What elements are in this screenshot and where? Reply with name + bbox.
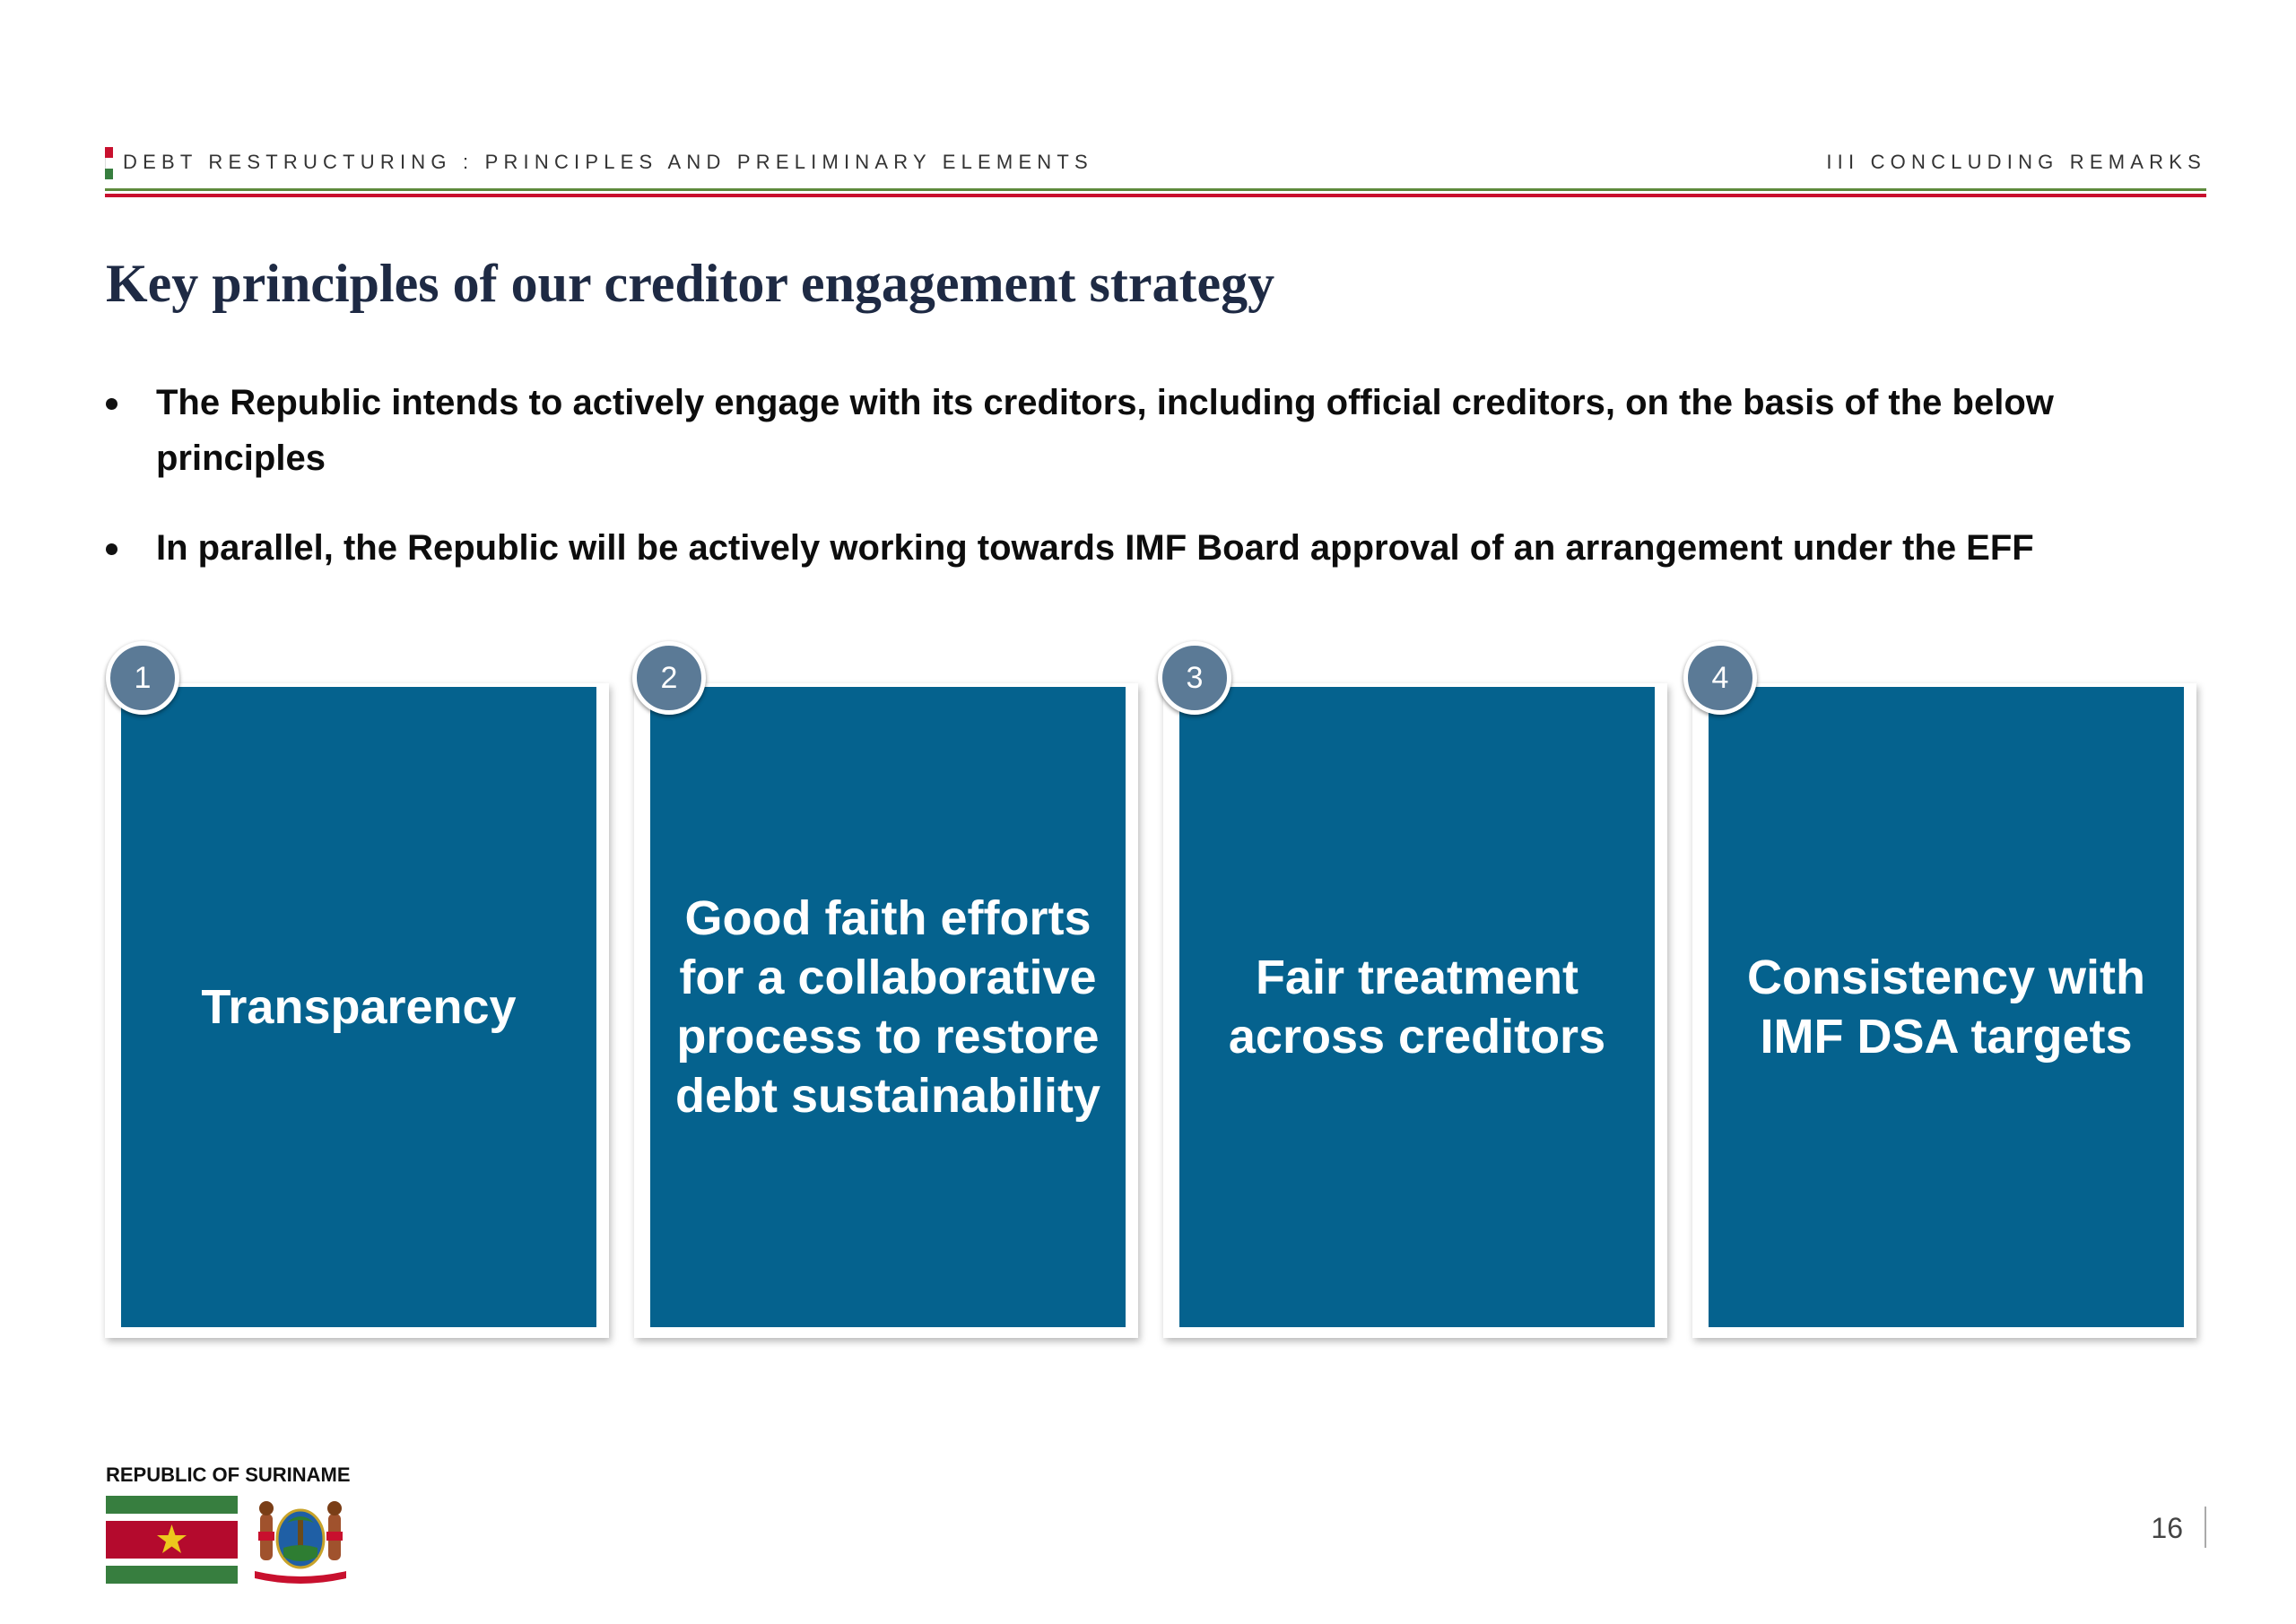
suriname-coat-of-arms-icon	[255, 1501, 346, 1584]
header-color-marker	[105, 147, 113, 179]
principle-panel: Transparency	[121, 687, 596, 1327]
bullet-dot-icon	[106, 543, 117, 555]
principle-panel: Consistency with IMF DSA targets	[1709, 687, 2184, 1327]
section-title: DEBT RESTRUCTURING : PRINCIPLES AND PREL…	[123, 151, 1093, 173]
principle-card-4: Consistency with IMF DSA targets	[1692, 683, 2196, 1338]
principle-panel: Fair treatment across creditors	[1179, 687, 1655, 1327]
principle-card-2: Good faith efforts for a collaborative p…	[634, 683, 1138, 1338]
number-badge-2: 2	[632, 641, 706, 715]
page-title: Key principles of our creditor engagemen…	[106, 254, 1275, 313]
number-badge-3: 3	[1158, 641, 1231, 715]
bullet-dot-icon	[106, 398, 117, 410]
bullet-text: In parallel, the Republic will be active…	[156, 528, 2034, 568]
principle-card-3: Fair treatment across creditors	[1163, 683, 1667, 1338]
section-chapter: III CONCLUDING REMARKS	[1826, 151, 2206, 173]
bullet-item: The Republic intends to actively engage …	[106, 375, 2205, 486]
bullet-text: The Republic intends to actively engage …	[156, 383, 2054, 478]
principle-card-1: Transparency	[105, 683, 609, 1338]
page-number: 16	[2151, 1512, 2183, 1544]
suriname-flag-icon	[106, 1496, 238, 1584]
bullet-list: The Republic intends to actively engage …	[106, 375, 2205, 610]
bullet-item: In parallel, the Republic will be active…	[106, 520, 2205, 576]
footer-label: REPUBLIC OF SURINAME	[106, 1463, 351, 1486]
principle-text: Fair treatment across creditors	[1228, 951, 1606, 1064]
principle-text: Transparency	[201, 980, 517, 1034]
principle-text: Consistency with IMF DSA targets	[1746, 951, 2146, 1064]
page-number-divider	[2205, 1507, 2206, 1548]
number-badge-4: 4	[1683, 641, 1757, 715]
principle-panel: Good faith efforts for a collaborative p…	[650, 687, 1126, 1327]
header-divider	[105, 188, 2206, 197]
principle-text: Good faith efforts for a collaborative p…	[674, 891, 1101, 1123]
number-badge-1: 1	[106, 641, 179, 715]
